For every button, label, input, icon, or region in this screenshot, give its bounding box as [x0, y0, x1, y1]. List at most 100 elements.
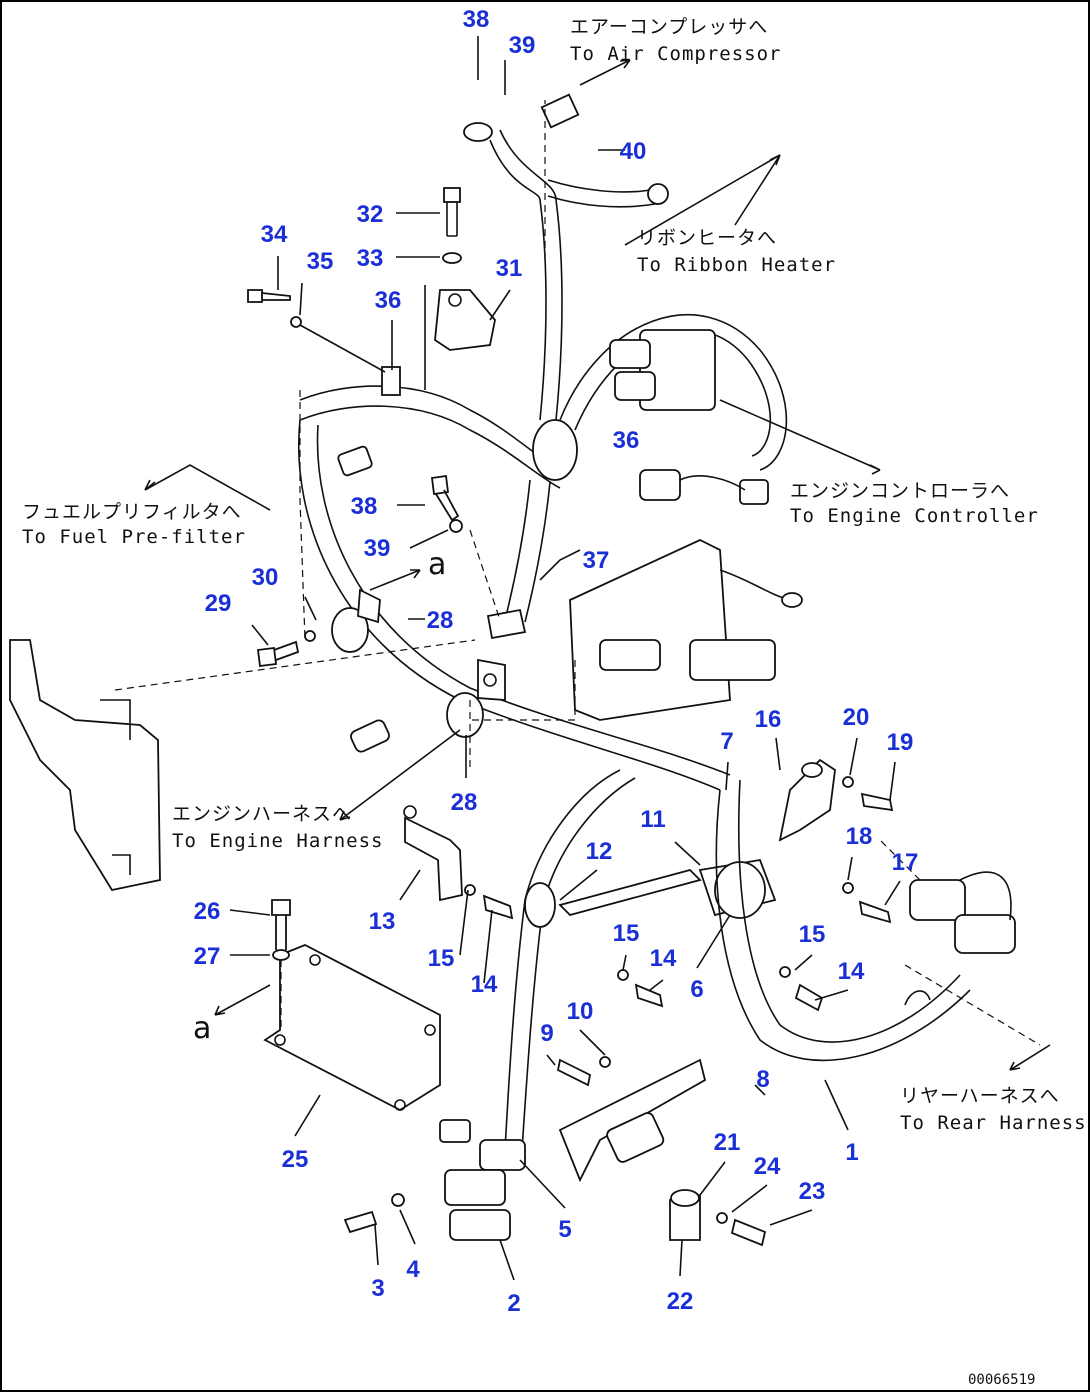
harness-drawing — [9, 36, 1051, 1281]
annotation-jp: エンジンハーネスへ — [172, 803, 352, 825]
bolt-34 — [247, 289, 291, 303]
callout-39: 39 — [509, 32, 536, 59]
plate-25-hole-2 — [394, 1099, 406, 1111]
terminal-16-ring — [801, 762, 823, 778]
callout-5: 5 — [558, 1216, 571, 1243]
controller-connector-block — [639, 329, 716, 411]
controller-plug-wire — [679, 475, 746, 491]
harness-lower-a — [504, 769, 621, 1151]
compressor-connector — [540, 93, 580, 129]
harness-37-b — [524, 481, 551, 623]
washer-15-right — [779, 966, 791, 978]
callout-18: 18 — [846, 823, 873, 850]
callout-3: 3 — [371, 1275, 384, 1302]
bolt-17 — [858, 900, 892, 924]
washer-35 — [290, 316, 302, 328]
washer-27 — [272, 949, 290, 961]
callout-10: 10 — [567, 998, 594, 1025]
bolt-19 — [860, 792, 894, 812]
callout-11: 11 — [640, 806, 665, 833]
annotation-en: To Engine Harness — [172, 830, 383, 852]
connector-2-b — [449, 1209, 511, 1241]
callout-35: 35 — [307, 248, 334, 275]
bolt-14-mid — [634, 983, 664, 1008]
plate-25-hole-3 — [424, 1024, 436, 1036]
washer-4 — [391, 1193, 405, 1207]
terminal-16 — [778, 758, 836, 842]
harness-rear-ring — [904, 990, 931, 1006]
bolt-26 — [271, 899, 291, 950]
callout-15: 15 — [613, 920, 640, 947]
drawing-code: 00066519 — [968, 1372, 1035, 1388]
annotation-jp: エアーコンプレッサへ — [570, 16, 768, 38]
callout-36: 36 — [375, 287, 402, 314]
harness-rear-b — [738, 779, 961, 1043]
clamp-37 — [486, 608, 527, 640]
support-bar — [558, 868, 702, 917]
arrow-rear — [1009, 1044, 1051, 1071]
harness-ribbon-a — [547, 179, 651, 193]
callout-25: 25 — [282, 1146, 309, 1173]
leader-lines — [229, 36, 901, 1281]
harness-ribbon-b — [547, 195, 656, 208]
bolt-23 — [730, 1218, 767, 1247]
clamp-5 — [479, 1139, 526, 1171]
compressor-clamp — [463, 122, 493, 142]
plate-25 — [263, 944, 441, 1112]
rear-connector-wire — [959, 871, 1012, 921]
callout-24: 24 — [754, 1153, 781, 1180]
bolt-32-head — [443, 187, 461, 203]
washer-18 — [842, 882, 854, 894]
callout-40: 40 — [620, 138, 647, 165]
connector-2-a — [444, 1169, 506, 1206]
ref-line-top — [299, 390, 306, 641]
annotation-en: To Engine Controller — [790, 505, 1039, 527]
callout-36: 36 — [613, 427, 640, 454]
callout-23: 23 — [799, 1178, 826, 1205]
callout-8: 8 — [756, 1066, 769, 1093]
controller-plug-1 — [609, 339, 651, 369]
prefilter-bracket — [9, 639, 161, 892]
connector-9 — [606, 1112, 665, 1163]
arrow-view-a-top — [369, 569, 421, 591]
callout-29: 29 — [205, 590, 232, 617]
callout-15: 15 — [428, 945, 455, 972]
junction-clamp — [532, 419, 578, 481]
clamp-28-upper — [331, 607, 369, 653]
bolt-29 — [256, 640, 300, 668]
annotation-jp: エンジンコントローラへ — [790, 480, 1010, 502]
annotation-jp: フュエルプリフィルタへ — [22, 501, 242, 523]
callout-27: 27 — [194, 943, 221, 970]
callout-6: 6 — [690, 976, 703, 1003]
callout-38: 38 — [463, 6, 490, 33]
callout-21: 21 — [714, 1129, 741, 1156]
callout-4: 4 — [406, 1256, 420, 1283]
bracket-28-hole — [483, 673, 497, 687]
callout-14: 14 — [650, 945, 677, 972]
callout-9: 9 — [540, 1020, 553, 1047]
callout-26: 26 — [194, 898, 221, 925]
connector-right-wire — [719, 569, 791, 601]
callout-16: 16 — [755, 706, 782, 733]
annotation-jp: リヤーハーネスへ — [900, 1085, 1060, 1107]
clamp-12 — [524, 882, 556, 928]
ref-line-rear-a — [904, 964, 1041, 1046]
callout-38: 38 — [351, 493, 378, 520]
bracket-36-clip — [381, 366, 401, 396]
bolt-14-left — [482, 894, 514, 920]
washer-10 — [599, 1056, 611, 1068]
bracket-13 — [404, 816, 463, 902]
connector-5-left — [439, 1119, 471, 1143]
ribbon-terminal — [647, 183, 669, 205]
harness-controller-loop-a — [559, 314, 788, 471]
callout-14: 14 — [838, 958, 865, 985]
view-mark-a: a — [193, 1011, 211, 1046]
annotation-en: To Fuel Pre-filter — [22, 526, 246, 548]
arrow-ribbon — [624, 154, 781, 246]
bracket-13-hole — [403, 805, 417, 819]
harness-to-compressor-b — [555, 199, 563, 421]
callout-28: 28 — [427, 607, 454, 634]
